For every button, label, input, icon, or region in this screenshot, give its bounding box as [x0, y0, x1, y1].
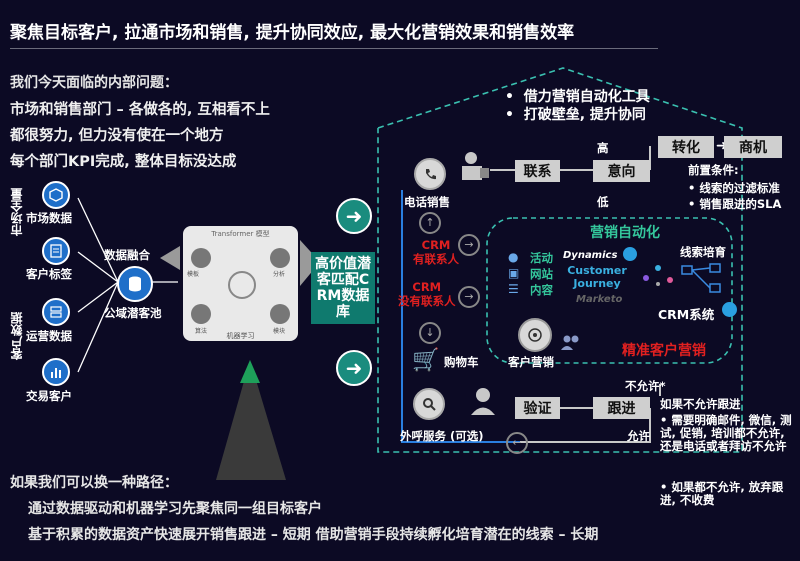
ml-label: 模块: [273, 328, 286, 335]
problem-line: 每个部门KPI完成, 整体目标没达成: [10, 154, 237, 170]
market-full-label: 市场全量: [10, 188, 24, 236]
notes-item: • 如果都不允许, 放弃跟进, 不收费: [660, 480, 784, 507]
algorithm-icon: [191, 304, 211, 324]
activity-icon: ●: [508, 250, 519, 264]
cube-icon: [42, 181, 70, 209]
callout-line: • 借力营销自动化工具: [505, 89, 650, 105]
ml-label: 算法: [195, 328, 208, 335]
allowed-label: 允许: [627, 429, 650, 443]
intent-tag: 意向: [593, 160, 650, 182]
arrow-up-icon: ↑: [419, 212, 441, 234]
fusion-label: 数据融合: [104, 248, 150, 262]
cart-label: 购物车: [444, 355, 479, 369]
arrow-right-icon: →: [458, 234, 480, 256]
ops-data-label: 运营数据: [26, 329, 72, 343]
arrow-right-icon: ➜: [336, 198, 372, 234]
title-divider: [10, 48, 658, 49]
marketo-logo: Marketo: [576, 294, 623, 305]
content-icon: ☰: [508, 282, 519, 296]
content-label: 内容: [530, 283, 553, 297]
gear-icon: [228, 271, 256, 299]
phone-icon: [414, 158, 446, 190]
dynamics-icon: [722, 302, 737, 317]
follow-tag: 跟进: [593, 397, 650, 419]
cart-icon: 🛒: [412, 348, 440, 373]
dynamics-logo: Dynamics: [563, 250, 618, 261]
problem-line: 都很努力, 但力没有使在一个地方: [10, 128, 224, 144]
website-label: 网站: [530, 267, 553, 281]
verify-tag: 验证: [515, 397, 560, 419]
crm-database-text: 高价值潜客匹配CRM数据库: [315, 256, 371, 320]
arrow-right-icon: ➜: [336, 350, 372, 386]
contact-tag: 联系: [515, 160, 560, 182]
arrow-icon: ➜: [716, 138, 728, 154]
ml-caption: 机器学习: [226, 332, 255, 340]
opportunity-tag: 商机: [724, 136, 782, 158]
callout-line: • 打破壁垒, 提升协同: [505, 107, 646, 123]
network-icon: [640, 260, 676, 290]
module-icon: [270, 304, 290, 324]
workflow-icon: [680, 262, 726, 296]
problem-line: 市场和销售部门 – 各做各的, 互相看不上: [10, 102, 270, 118]
customer-journey-label: Customer Journey: [567, 264, 627, 290]
page-title: 聚焦目标客户, 拉通市场和销售, 提升协同效应, 最大化营销效果和销售效率: [10, 23, 575, 43]
outbound-label: 外呼服务 (可选): [400, 429, 484, 443]
analysis-icon: [270, 248, 290, 268]
customer-tag-label: 客户标签: [26, 267, 72, 281]
precondition-item: • 线索的过滤标准: [688, 181, 780, 195]
arrow-right-icon: →: [458, 286, 480, 308]
ml-model-box: Transformer 模型 模板 分析 算法 模块 机器学习: [183, 226, 298, 341]
bar-chart-icon: [42, 358, 70, 386]
dynamics-icon: [623, 247, 637, 261]
notes-item: • 需要明确邮件, 微信, 测试, 促销, 培训都不允许, 还是电话或者拜访不允…: [660, 413, 792, 453]
bottom-line: 通过数据驱动和机器学习先聚焦同一组目标客户: [28, 501, 322, 517]
low-label: 低: [597, 195, 609, 209]
ml-label: 分析: [273, 271, 286, 278]
nurture-label: 线索培育: [680, 245, 726, 259]
person-desk-icon: [460, 150, 490, 182]
people-icon: [560, 334, 582, 350]
stack-icon: [42, 298, 70, 326]
phone-sales-label: 电话销售: [404, 195, 450, 209]
bottom-line: 基于积累的数据资产快速展开销售跟进 – 短期 借助营销手段持续孵化培育潜在的线索…: [28, 527, 599, 543]
search-icon: [413, 388, 445, 420]
customer-data-label: 客户数据: [10, 312, 24, 360]
transaction-label: 交易客户: [26, 389, 72, 403]
document-icon: [42, 237, 70, 265]
high-label: 高: [597, 141, 609, 155]
database-icon: [117, 266, 153, 302]
bottom-line: 如果我们可以换一种路径：: [10, 475, 178, 491]
arrow-down-icon: ↓: [419, 322, 441, 344]
not-allowed-label: 不允许*: [625, 379, 666, 393]
arrow-left-icon: ←: [506, 432, 528, 454]
notes-title: 如果不允许跟进: [660, 397, 741, 411]
precondition-item: • 销售跟进的SLA: [688, 197, 782, 211]
ml-label: 模板: [187, 271, 200, 278]
customer-marketing-label: 客户营销: [508, 355, 554, 369]
target-icon: [518, 318, 552, 352]
precise-marketing-label: 精准客户营销: [622, 343, 706, 359]
automation-title: 营销自动化: [590, 225, 660, 241]
activity-label: 活动: [530, 251, 553, 265]
pool-label: 公域潜客池: [104, 306, 162, 320]
person-icon: [468, 386, 498, 416]
callout: • 借力营销自动化工具 • 打破壁垒, 提升协同: [505, 88, 650, 124]
problems-heading: 我们今天面临的内部问题：: [10, 75, 178, 91]
market-data-label: 市场数据: [26, 211, 72, 225]
precondition-title: 前置条件:: [688, 163, 739, 177]
model-icon: [191, 248, 211, 268]
crm-database-box: 高价值潜客匹配CRM数据库: [311, 252, 375, 324]
crm-system-label: CRM系统: [658, 307, 715, 322]
ml-title: Transformer 模型: [211, 230, 270, 238]
convert-tag: 转化: [658, 136, 714, 158]
website-icon: ▣: [508, 266, 520, 280]
